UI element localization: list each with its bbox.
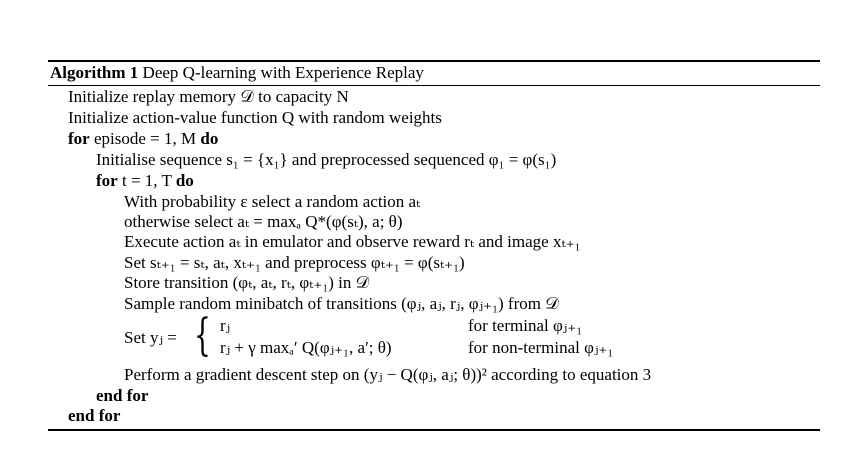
keyword-end-for: end for xyxy=(96,386,149,405)
line-epsilon-action: With probability ε select a random actio… xyxy=(124,192,420,212)
bottom-rule xyxy=(48,429,820,431)
line-end-for-outer: end for xyxy=(68,406,120,426)
keyword-end-for: end for xyxy=(68,406,121,425)
line-for-t: for t = 1, T do xyxy=(96,171,194,191)
line-text: episode = 1, M xyxy=(93,129,197,148)
algorithm-label: Algorithm 1 xyxy=(50,63,139,82)
keyword-for: for xyxy=(96,171,118,190)
line-greedy-action: otherwise select aₜ = maxₐ Q*(φ(sₜ), a; … xyxy=(124,212,402,232)
top-rule xyxy=(48,60,820,62)
line-text: With probability ε select a random actio… xyxy=(124,192,421,211)
set-target-label: Set yⱼ = xyxy=(124,328,177,347)
left-brace: { xyxy=(194,310,211,361)
line-text: Initialize replay memory 𝒟 to capacity N xyxy=(68,87,349,106)
line-init-replay-memory: Initialize replay memory 𝒟 to capacity N xyxy=(68,87,349,107)
line-end-for-inner: end for xyxy=(96,386,148,406)
keyword-for: for xyxy=(68,129,90,148)
case-nonterminal-expr: rⱼ + γ maxₐ′ Q(φⱼ₊₁, a′; θ) xyxy=(220,338,392,357)
line-init-action-value: Initialize action-value function Q with … xyxy=(68,108,442,128)
case-nonterminal-cond: for non-terminal φⱼ₊₁ xyxy=(468,338,614,357)
line-text: Initialize action-value function Q with … xyxy=(68,108,442,127)
line-gradient-step: Perform a gradient descent step on (yⱼ −… xyxy=(124,365,651,385)
line-text: Execute action aₜ in emulator and observ… xyxy=(124,232,581,251)
line-set-state: Set sₜ₊₁ = sₜ, aₜ, xₜ₊₁ and preprocess φ… xyxy=(124,253,465,273)
algorithm-caption: Algorithm 1 Deep Q-learning with Experie… xyxy=(50,62,424,84)
line-text: Set sₜ₊₁ = sₜ, aₜ, xₜ₊₁ and preprocess φ… xyxy=(124,253,465,272)
keyword-do: do xyxy=(175,171,194,190)
case-terminal-expr: rⱼ xyxy=(220,316,231,335)
line-for-episode: for episode = 1, M do xyxy=(68,129,218,149)
line-sample-minibatch: Sample random minibatch of transitions (… xyxy=(124,294,559,314)
line-init-sequence: Initialise sequence s₁ = {x₁} and prepro… xyxy=(96,150,556,170)
line-text: otherwise select aₜ = maxₐ Q*(φ(sₜ), a; … xyxy=(124,212,403,231)
line-text: t = 1, T xyxy=(121,171,172,190)
algorithm-title: Deep Q-learning with Experience Replay xyxy=(142,63,424,82)
line-text: Sample random minibatch of transitions (… xyxy=(124,294,559,313)
line-text: Initialise sequence s₁ = {x₁} and prepro… xyxy=(96,150,557,169)
line-text: Store transition (φₜ, aₜ, rₜ, φₜ₊₁) in 𝒟 xyxy=(124,273,370,292)
case-terminal-cond: for terminal φⱼ₊₁ xyxy=(468,316,583,335)
caption-rule xyxy=(48,85,820,86)
line-store-transition: Store transition (φₜ, aₜ, rₜ, φₜ₊₁) in 𝒟 xyxy=(124,273,369,293)
line-text: Perform a gradient descent step on (yⱼ −… xyxy=(124,365,652,384)
line-execute-action: Execute action aₜ in emulator and observ… xyxy=(124,232,581,252)
keyword-do: do xyxy=(200,129,219,148)
